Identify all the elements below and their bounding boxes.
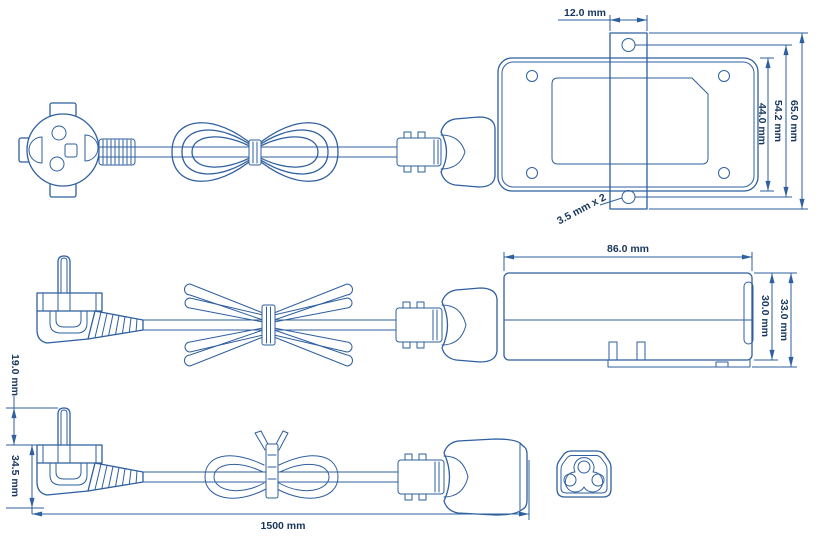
plug-strain-relief-side — [87, 310, 144, 340]
bracket-hole-bottom — [621, 190, 636, 204]
cable-view: 19.0 mm 34.5 mm 1500 mm — [6, 354, 612, 532]
mounting-bracket — [609, 32, 648, 210]
cable-coil-side — [184, 283, 353, 367]
dim-plug-height: 34.5 mm — [6, 445, 44, 514]
screw-hole — [526, 167, 538, 179]
schuko-plug-rear — [18, 102, 100, 198]
dim-hole-spacing-label: 54.2 mm — [772, 100, 784, 142]
adapter-body-top — [497, 57, 759, 192]
dim-adapter-width-label: 44.0 mm — [756, 103, 768, 145]
plug-earth-contact-right — [84, 134, 99, 162]
adapter-label-area — [551, 77, 709, 165]
plug-pin — [57, 255, 71, 294]
dim-adapter-width: 44.0 mm — [756, 57, 774, 192]
dim-plug-height-label: 34.5 mm — [9, 455, 21, 497]
dim-mounting-holes-label: 3.5 mm x 2 — [555, 191, 608, 227]
dim-bracket-length-label: 65.0 mm — [788, 100, 800, 142]
dim-adapter-length: 86.0 mm — [503, 243, 753, 271]
top-view: 12.0 mm 44.0 mm 54.2 mm 65.0 mm 3.5 mm x… — [18, 7, 808, 227]
dim-pin-length-label: 19.0 mm — [9, 354, 21, 396]
dim-bracket-width: 12.0 mm — [558, 7, 648, 31]
adapter-clip-slot — [608, 341, 618, 361]
cable-top — [98, 146, 398, 158]
c5-pin-hole — [577, 460, 591, 474]
schuko-plug-side-2 — [36, 407, 144, 496]
c5-connector-side — [395, 287, 498, 363]
c5-connector-face — [556, 450, 612, 498]
dim-adapter-length-label: 86.0 mm — [607, 243, 649, 255]
adapter-end-cap — [743, 281, 754, 345]
coil-wrap-side — [261, 304, 276, 346]
adapter-bottom-notch — [715, 361, 729, 368]
dim-bracket-length: 65.0 mm — [649, 32, 808, 210]
c5-connector-top — [396, 116, 496, 188]
cable-tie — [254, 430, 289, 499]
c5-pin-hole — [591, 473, 605, 487]
screw-hole — [718, 167, 730, 179]
plug-center-slot — [64, 143, 78, 158]
cable-coil-top — [171, 122, 339, 182]
side-view: 86.0 mm 30.0 mm 33.0 mm — [36, 243, 797, 368]
dim-cable-length: 1500 mm — [32, 460, 530, 532]
bracket-hole-top — [621, 38, 636, 52]
dim-adapter-height-label: 30.0 mm — [759, 295, 771, 337]
schuko-plug-side — [36, 255, 144, 344]
plug-body-circle — [26, 113, 100, 187]
dim-overall-height-label: 33.0 mm — [778, 299, 790, 341]
dim-hole-spacing: 54.2 mm — [635, 44, 792, 198]
dim-cable-length-label: 1500 mm — [261, 520, 306, 532]
plug-pin-hole-bottom — [49, 156, 65, 172]
screw-hole — [526, 70, 538, 82]
plug-earth-contact-left — [28, 136, 43, 164]
cloverleaf-outline — [564, 457, 604, 493]
dim-bracket-width-label: 12.0 mm — [564, 7, 606, 19]
screw-hole — [718, 70, 730, 82]
c5-pin-hole — [563, 473, 577, 487]
coil-wrap-top — [248, 139, 262, 166]
dim-pin-length: 19.0 mm — [6, 354, 58, 446]
adapter-body-side — [503, 272, 754, 368]
plug-strain-relief-top — [98, 138, 136, 166]
plug-body-side — [36, 310, 89, 344]
dim-adapter-height: 30.0 mm — [754, 272, 797, 361]
adapter-bottom-tray — [607, 359, 751, 368]
cable-bow — [204, 455, 339, 499]
c5-connector-free — [397, 438, 528, 516]
plug-pin-hole-top — [51, 125, 67, 141]
adapter-clip-slot — [636, 341, 646, 361]
dim-overall-height: 33.0 mm — [752, 273, 797, 368]
